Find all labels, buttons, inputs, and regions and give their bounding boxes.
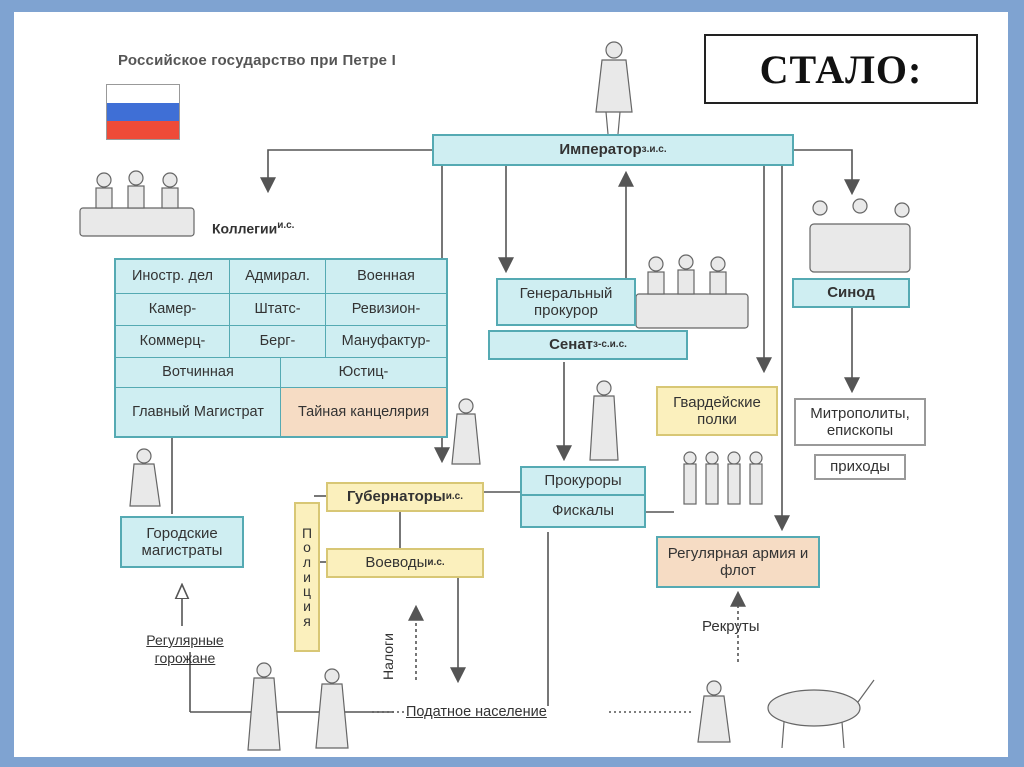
slide: Российское государство при Петре I СТАЛО… <box>14 12 1008 757</box>
metropolitans-box: Митрополиты, епископы <box>794 398 926 446</box>
synod-box: Синод <box>792 278 910 308</box>
collegia-cell: Военная <box>326 260 446 294</box>
russian-flag-icon <box>106 84 180 140</box>
guards-box: Гвардейские полки <box>656 386 778 436</box>
senate-table-icon <box>635 254 749 329</box>
diagram-title: Российское государство при Петре I <box>118 52 396 69</box>
collegia-cell: Юстиц- <box>281 358 446 388</box>
collegia-grid: Иностр. дел Адмирал. Военная Камер- Штат… <box>114 258 448 438</box>
senate-label: Сенат <box>549 336 594 354</box>
emperor-sup: з.и.с. <box>641 144 667 156</box>
regular-citizens-label: Регулярные горожане <box>146 632 224 666</box>
governor-figure-icon <box>451 398 481 465</box>
collegia-cell: Камер- <box>116 294 230 326</box>
connector-lines <box>79 41 911 751</box>
collegia-cell: Коммерц- <box>116 326 230 358</box>
collegia-cell: Штатс- <box>230 294 326 326</box>
prosecutors-box: Прокуроры <box>520 466 646 496</box>
collegia-cell: Мануфактур- <box>326 326 446 358</box>
fiscals-box: Фискалы <box>520 496 646 528</box>
soldiers-icon <box>683 451 763 505</box>
emperor-figure-icon <box>595 41 633 135</box>
taxes-label: Налоги <box>380 633 396 680</box>
nobleman-figure-icon <box>129 448 161 507</box>
governors-sup: и.с. <box>445 491 463 503</box>
emperor-label: Император <box>559 141 642 159</box>
gen-prosecutor-box: Генеральный прокурор <box>496 278 636 326</box>
parishes-box: приходы <box>814 454 906 480</box>
voevody-label: Воеводы <box>365 554 428 572</box>
townspeople-icon <box>247 662 349 751</box>
recruits-label: Рекруты <box>702 618 760 635</box>
prosecutor-figure-icon <box>589 380 619 461</box>
collegia-table-icon <box>79 170 195 237</box>
collegia-cell: Ревизион- <box>326 294 446 326</box>
secret-office-cell: Тайная канцелярия <box>281 388 446 436</box>
senate-sup: з-с.и.с. <box>593 339 627 351</box>
voevody-sup: и.с. <box>427 557 445 569</box>
collegia-cell: Берг- <box>230 326 326 358</box>
collegia-title: Коллегиии.с. <box>212 220 295 237</box>
tax-population-label: Податное население <box>406 704 547 720</box>
police-box: П о л и ц и я <box>294 502 320 652</box>
collegia-cell: Адмирал. <box>230 260 326 294</box>
peasant-plough-icon <box>697 679 875 749</box>
synod-clergy-icon <box>809 198 911 273</box>
army-box: Регулярная армия и флот <box>656 536 820 588</box>
city-magistrates-box: Городские магистраты <box>120 516 244 568</box>
collegia-cell: Вотчинная <box>116 358 281 388</box>
governors-label: Губернаторы <box>347 488 446 506</box>
collegia-cell: Иностр. дел <box>116 260 230 294</box>
stalo-label: СТАЛО: <box>704 34 978 104</box>
main-magistrat-cell: Главный Магистрат <box>116 388 281 436</box>
